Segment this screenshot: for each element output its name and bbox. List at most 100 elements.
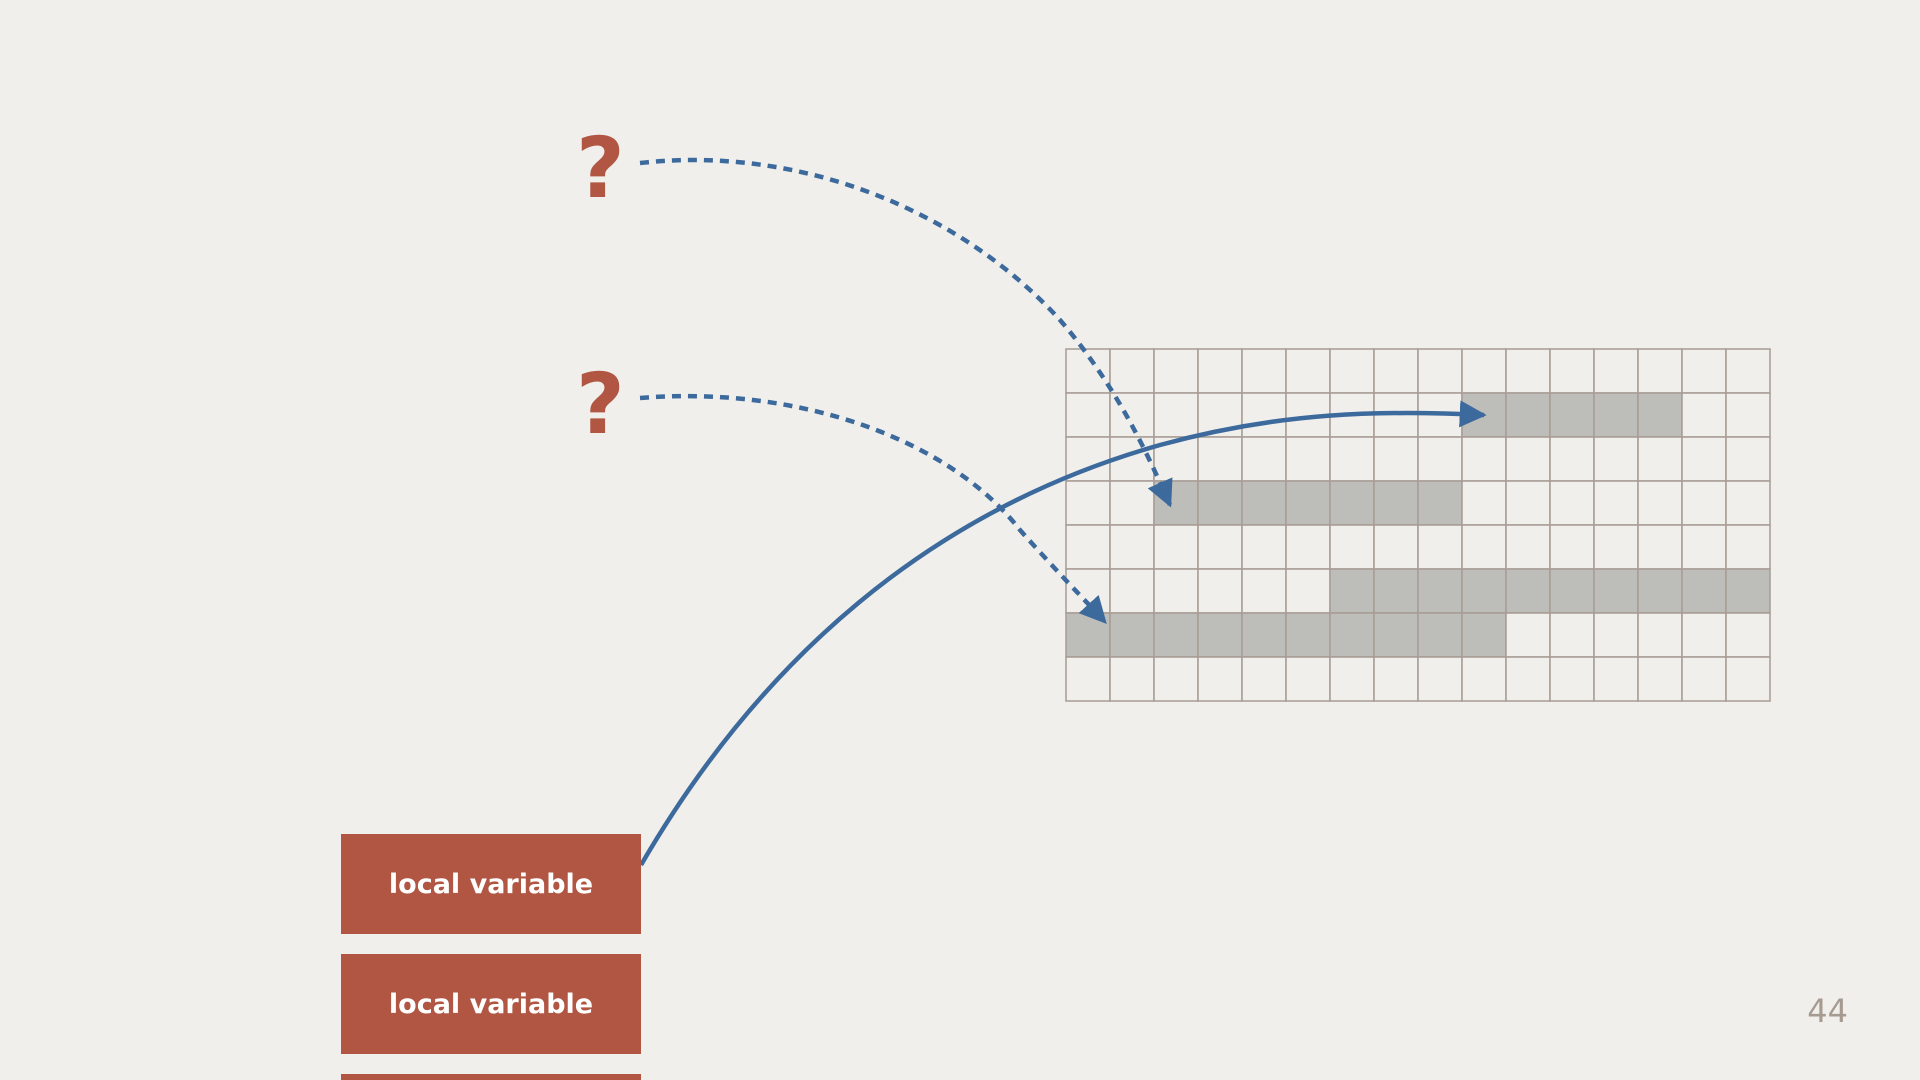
heap-cell-free <box>1593 524 1639 570</box>
heap-cell-free <box>1725 612 1771 658</box>
heap-cell-free <box>1681 348 1727 394</box>
heap-cell-free <box>1725 436 1771 482</box>
question-mark-top: ? <box>576 119 625 217</box>
heap-cell-free <box>1549 524 1595 570</box>
heap-cell-free <box>1417 348 1463 394</box>
heap-cell-free <box>1637 656 1683 702</box>
heap-cell-free <box>1505 348 1551 394</box>
heap-cell-allocated <box>1593 568 1639 614</box>
heap-cell-free <box>1725 524 1771 570</box>
heap-cell-free <box>1241 656 1287 702</box>
heap-cell-free <box>1373 436 1419 482</box>
heap-cell-allocated <box>1153 612 1199 658</box>
heap-cell-free <box>1725 392 1771 438</box>
heap-cell-allocated <box>1505 568 1551 614</box>
heap-cell-allocated <box>1549 568 1595 614</box>
heap-cell-allocated <box>1373 612 1419 658</box>
heap-cell-free <box>1109 348 1155 394</box>
heap-cell-allocated <box>1241 480 1287 526</box>
heap-cell-free <box>1153 568 1199 614</box>
heap-cell-free <box>1065 392 1111 438</box>
heap-cell-free <box>1593 436 1639 482</box>
heap-cell-free <box>1593 612 1639 658</box>
heap-cell-free <box>1285 436 1331 482</box>
heap-cell-allocated <box>1285 612 1331 658</box>
heap-cell-free <box>1505 612 1551 658</box>
heap-cell-free <box>1681 480 1727 526</box>
heap-cell-free <box>1681 656 1727 702</box>
heap-cell-free <box>1329 436 1375 482</box>
heap-cell-free <box>1329 524 1375 570</box>
heap-cell-free <box>1681 392 1727 438</box>
heap-cell-allocated <box>1329 480 1375 526</box>
heap-cell-free <box>1461 436 1507 482</box>
heap-cell-free <box>1373 348 1419 394</box>
heap-cell-free <box>1241 392 1287 438</box>
heap-cell-allocated <box>1461 612 1507 658</box>
stack-frame-local-variable-2: local variable <box>341 954 641 1054</box>
heap-cell-free <box>1197 656 1243 702</box>
heap-cell-allocated <box>1681 568 1727 614</box>
heap-cell-allocated <box>1065 612 1111 658</box>
heap-cell-allocated <box>1329 568 1375 614</box>
heap-cell-allocated <box>1505 392 1551 438</box>
heap-cell-free <box>1153 524 1199 570</box>
heap-cell-free <box>1197 524 1243 570</box>
heap-cell-free <box>1505 656 1551 702</box>
heap-cell-free <box>1549 612 1595 658</box>
heap-cell-allocated <box>1373 480 1419 526</box>
heap-cell-free <box>1505 480 1551 526</box>
heap-cell-free <box>1725 480 1771 526</box>
heap-cell-free <box>1065 480 1111 526</box>
heap-cell-free <box>1285 656 1331 702</box>
heap-cell-allocated <box>1549 392 1595 438</box>
heap-cell-free <box>1065 524 1111 570</box>
heap-cell-free <box>1153 392 1199 438</box>
heap-cell-allocated <box>1637 392 1683 438</box>
heap-cell-free <box>1681 436 1727 482</box>
heap-cell-free <box>1197 568 1243 614</box>
heap-cell-free <box>1549 480 1595 526</box>
heap-cell-allocated <box>1417 480 1463 526</box>
stack-frame-local-variable-3 <box>341 1074 641 1080</box>
heap-cell-free <box>1153 656 1199 702</box>
heap-cell-free <box>1461 348 1507 394</box>
heap-cell-free <box>1109 524 1155 570</box>
heap-cell-allocated <box>1461 568 1507 614</box>
heap-cell-free <box>1417 656 1463 702</box>
dashed-arrow-top-question <box>639 157 1173 508</box>
heap-cell-free <box>1637 436 1683 482</box>
heap-cell-free <box>1329 348 1375 394</box>
heap-cell-free <box>1241 524 1287 570</box>
heap-cell-free <box>1241 436 1287 482</box>
heap-cell-free <box>1241 348 1287 394</box>
dashed-arrow-bottom-question <box>639 393 1107 624</box>
heap-cell-free <box>1461 480 1507 526</box>
heap-cell-allocated <box>1637 568 1683 614</box>
heap-cell-free <box>1461 656 1507 702</box>
heap-cell-allocated <box>1725 568 1771 614</box>
heap-cell-free <box>1109 480 1155 526</box>
heap-cell-free <box>1285 568 1331 614</box>
question-mark-bottom: ? <box>576 355 625 453</box>
heap-grid <box>1065 348 1771 702</box>
heap-cell-allocated <box>1197 612 1243 658</box>
heap-cell-allocated <box>1373 568 1419 614</box>
heap-cell-free <box>1725 348 1771 394</box>
heap-cell-free <box>1725 656 1771 702</box>
heap-cell-free <box>1637 524 1683 570</box>
heap-cell-free <box>1593 656 1639 702</box>
heap-cell-allocated <box>1417 568 1463 614</box>
heap-cell-free <box>1373 524 1419 570</box>
heap-cell-free <box>1109 568 1155 614</box>
heap-cell-free <box>1417 436 1463 482</box>
heap-cell-free <box>1285 348 1331 394</box>
heap-cell-free <box>1461 524 1507 570</box>
heap-cell-free <box>1681 612 1727 658</box>
heap-cell-free <box>1549 348 1595 394</box>
heap-cell-free <box>1417 524 1463 570</box>
heap-cell-free <box>1197 436 1243 482</box>
heap-cell-free <box>1505 436 1551 482</box>
heap-cell-allocated <box>1593 392 1639 438</box>
